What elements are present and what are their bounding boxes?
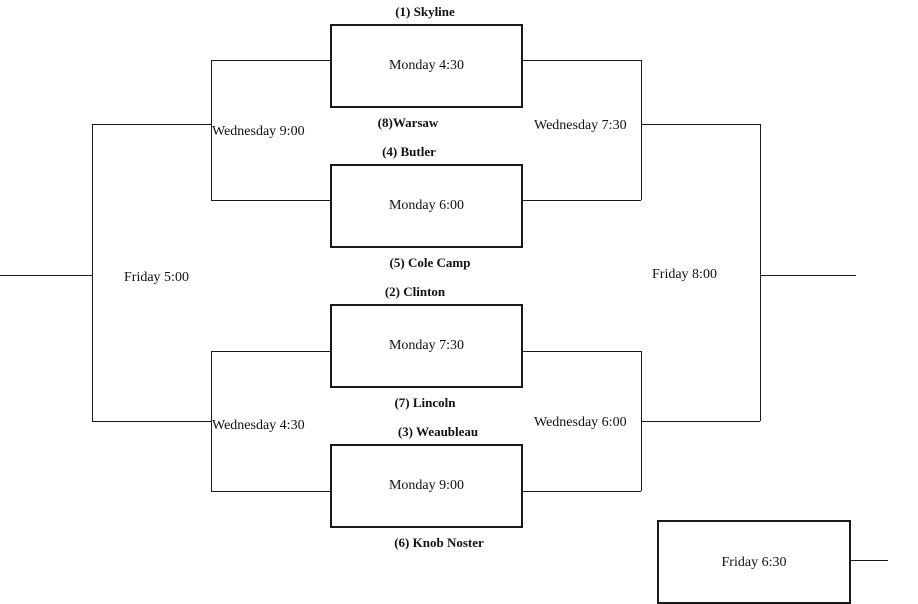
team-seed: (6) Knob Noster [394,535,484,550]
game-box-2: Monday 6:00 [330,164,523,248]
bracket-line [641,60,642,200]
team-seed: (4) Butler [382,144,436,159]
bracket-line [0,275,92,276]
team-seed: (2) Clinton [384,284,446,299]
bracket-line [760,275,856,276]
bracket-line [211,491,331,492]
game-time: Monday 9:00 [388,478,465,493]
team-seed: (5) Cole Camp [389,255,471,270]
bracket-line [641,124,760,125]
bracket-line [211,351,331,352]
game-box-1: Monday 4:30 [330,24,523,108]
game-time: Monday 7:30 [388,338,465,353]
team-seed: (3) Weaubleau [397,424,479,439]
game-box-4: Monday 9:00 [330,444,523,528]
bracket-line [211,351,212,491]
team-seed: (1) Skyline [395,4,455,19]
team-seed: (7) Lincoln [394,395,456,410]
bracket-line [850,560,888,561]
winners-semi-time: Wednesday 6:00 [534,415,627,430]
consolation-final-time: Friday 5:00 [124,270,189,285]
bracket-line [211,60,212,200]
bracket-line [760,124,761,421]
bracket-line [521,491,641,492]
bracket-line [211,200,331,201]
bracket-line [641,421,760,422]
bracket-line [92,421,211,422]
bracket-line [521,351,641,352]
bracket-line [521,60,641,61]
game-time: Monday 4:30 [388,58,465,73]
consolation-semi-time: Wednesday 9:00 [212,124,305,139]
bracket-line [92,124,211,125]
championship-time: Friday 8:00 [652,267,717,282]
game-box-3: Monday 7:30 [330,304,523,388]
team-seed: (8)Warsaw [377,115,439,130]
tournament-bracket: Monday 4:30 Monday 6:00 Monday 7:30 Mond… [0,4,888,604]
bracket-line [211,60,331,61]
game-time: Friday 6:30 [721,555,787,570]
third-place-box: Friday 6:30 [657,520,851,604]
bracket-line [92,124,93,421]
winners-semi-time: Wednesday 7:30 [534,118,627,133]
game-time: Monday 6:00 [388,198,465,213]
bracket-line [521,200,641,201]
consolation-semi-time: Wednesday 4:30 [212,418,305,433]
